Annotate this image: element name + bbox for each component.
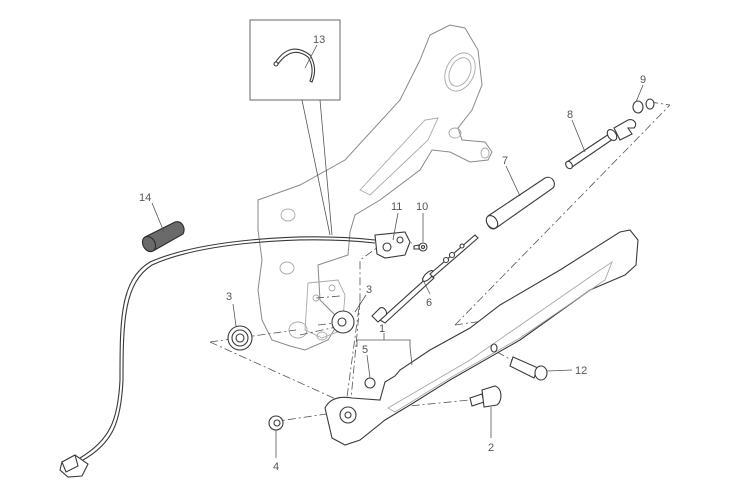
part-10-screw — [413, 242, 428, 252]
callout-12: 12 — [575, 365, 587, 377]
part-7-spring — [485, 176, 555, 230]
part-8-rod — [565, 119, 637, 170]
detail-inset — [249, 19, 341, 236]
assembly-lines — [209, 101, 671, 423]
callout-7: 7 — [502, 155, 508, 167]
part-12-bolt — [509, 356, 548, 381]
callout-13: 13 — [313, 34, 325, 46]
part-3-washer-left — [227, 325, 253, 351]
part-14-sleeve — [141, 221, 185, 253]
callout-9: 9 — [640, 74, 646, 86]
frame-bracket — [257, 24, 493, 351]
callout-4: 4 — [273, 461, 279, 473]
callout-3-right: 3 — [366, 284, 372, 296]
callout-labels: 1 2 3 3 4 5 6 7 8 9 10 11 12 13 14 — [139, 34, 646, 473]
part-6-rod — [371, 234, 479, 324]
callout-11: 11 — [391, 201, 402, 213]
part-4-nut — [268, 415, 284, 431]
callout-1: 1 — [379, 323, 385, 335]
part-5-pad — [364, 377, 376, 389]
callout-3-left: 3 — [226, 291, 232, 303]
callout-8: 8 — [567, 109, 573, 121]
part-9-pin — [632, 98, 655, 114]
part-3-washer-right — [331, 310, 355, 334]
leader-lines — [151, 44, 644, 458]
part-1-side-stand — [324, 229, 639, 446]
switch-cable — [59, 236, 376, 478]
callout-2: 2 — [488, 442, 494, 454]
callout-5: 5 — [362, 344, 368, 356]
callout-10: 10 — [416, 201, 428, 213]
callout-14: 14 — [139, 192, 151, 204]
callout-6: 6 — [426, 297, 432, 309]
part-2-bolt — [469, 385, 502, 408]
part-11-switch — [374, 231, 411, 259]
